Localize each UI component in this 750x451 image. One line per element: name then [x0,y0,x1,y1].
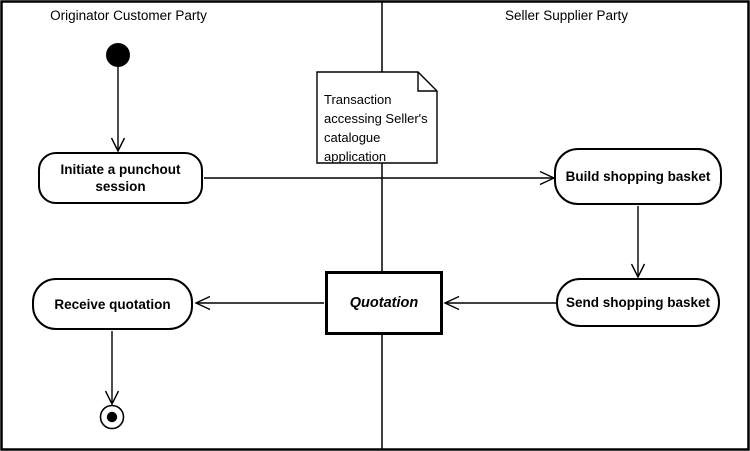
note-shape [316,71,438,164]
activity-initiate-punchout-session: Initiate a punchout session [38,152,203,204]
note-line: application [324,149,387,164]
activity-label: Initiate a punchout session [60,162,181,194]
activity-label: Send shopping basket [565,295,711,310]
arrowhead-left-icon [443,295,460,311]
activity-label: Receive quotation [54,296,171,312]
note-text: Transaction accessing Seller's catalogue… [324,90,434,166]
activity-label: Build shopping basket [565,169,711,184]
arrowhead-down-icon [110,137,126,153]
arrowhead-left-icon [194,295,211,311]
arrowhead-down-icon [630,263,646,279]
initial-node [106,43,130,67]
note-line: Transaction [324,92,392,107]
lane-title-seller: Seller Supplier Party [504,8,629,23]
object-quotation: Quotation [325,271,443,335]
note-fold-corner [417,72,437,92]
activity-send-shopping-basket: Send shopping basket [556,278,720,327]
final-node-dot [106,411,118,423]
note-line: catalogue [324,130,381,145]
lane-title-originator: Originator Customer Party [50,8,207,23]
note-line: accessing Seller's [324,111,428,126]
activity-build-shopping-basket: Build shopping basket [554,148,722,205]
activity-receive-quotation: Receive quotation [32,278,193,330]
arrowhead-down-icon [104,390,120,406]
